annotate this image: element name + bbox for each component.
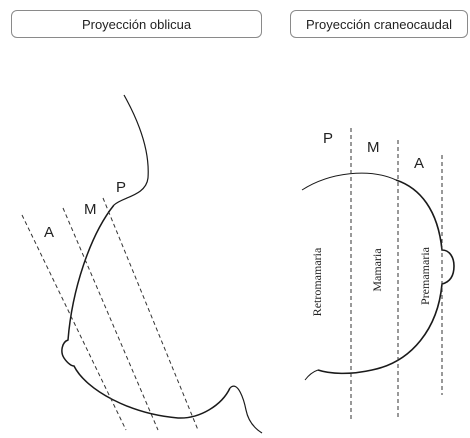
oblique-breast-contour	[61, 204, 231, 419]
cc-region-retromamaria: Retromamaria	[310, 247, 324, 316]
oblique-diagram: A M P	[21, 94, 263, 434]
craniocaudal-projection-label: Proyección craneocaudal	[290, 10, 468, 38]
oblique-dashed-line-p	[102, 197, 199, 431]
cc-region-mamaria: Mamaria	[370, 248, 384, 292]
oblique-abdomen-contour	[229, 385, 263, 434]
cc-lower-thin-arc	[304, 369, 319, 381]
cc-region-premamaria: Premamaria	[418, 246, 432, 305]
oblique-chest-contour	[113, 94, 149, 206]
cc-zone-m: M	[367, 139, 380, 156]
oblique-zone-p: P	[116, 179, 126, 196]
oblique-dashed-line-a	[21, 214, 127, 431]
cc-upper-thin-arc	[301, 172, 397, 191]
oblique-dashed-line-m	[62, 207, 159, 431]
craniocaudal-diagram: P M A Retromamaria Mamaria Premamaria	[301, 128, 455, 420]
cc-breast-contour	[317, 179, 455, 375]
oblique-zone-a: A	[44, 224, 54, 241]
cc-zone-p: P	[323, 130, 333, 147]
oblique-zone-m: M	[84, 201, 97, 218]
oblique-projection-label: Proyección oblicua	[11, 10, 262, 38]
cc-zone-a: A	[414, 155, 424, 172]
